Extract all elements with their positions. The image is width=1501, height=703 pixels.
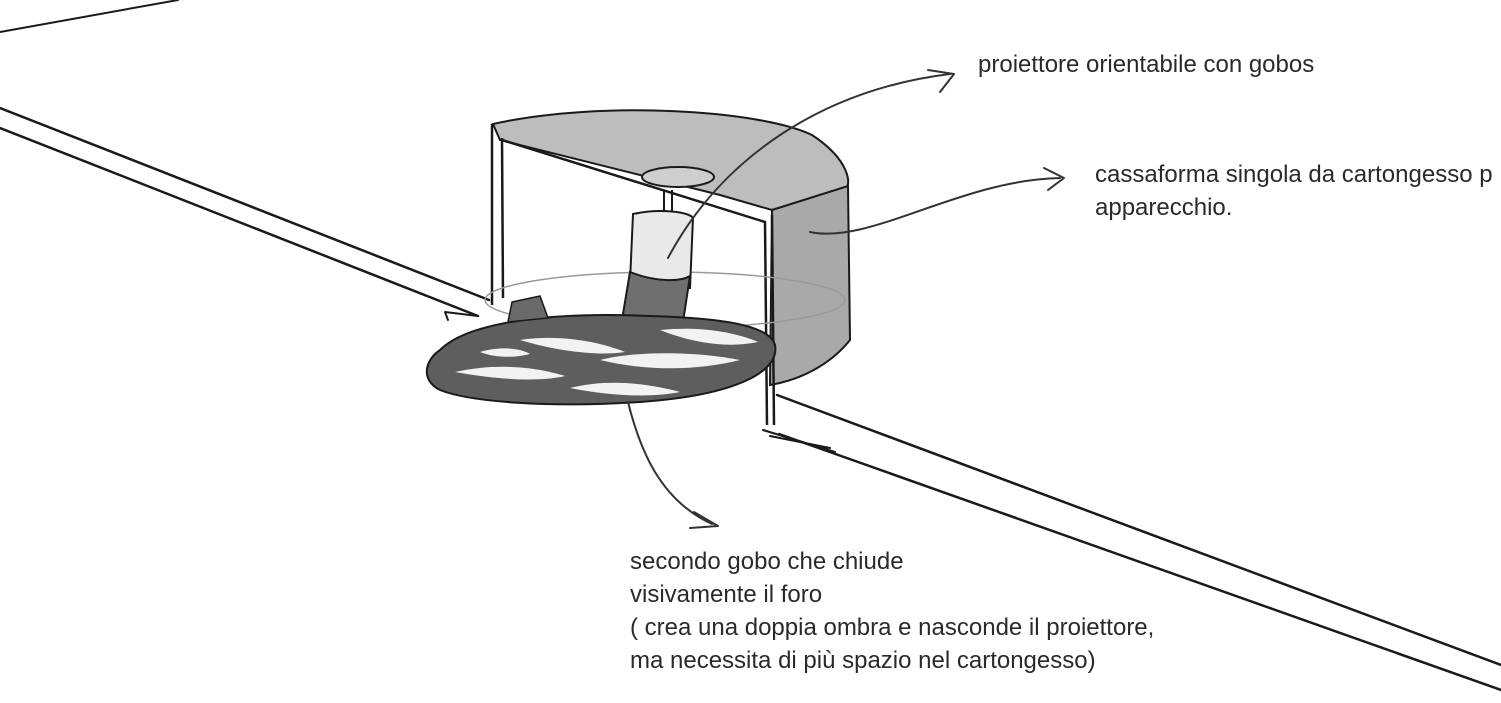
ceiling-edge-lower-left	[0, 126, 480, 318]
label-gobo: secondo gobo che chiude visivamente il f…	[630, 545, 1154, 677]
arrow-housing	[809, 177, 1061, 235]
label-projector-line-1: proiettore orientabile con gobos	[978, 51, 1315, 78]
label-gobo-line-3: ( crea una doppia ombra e nasconde il pr…	[630, 614, 1155, 641]
ceiling-step-right	[762, 429, 836, 453]
projector-mount	[641, 166, 715, 188]
label-projector: proiettore orientabile con gobos	[978, 48, 1314, 81]
arrow-gobo-head	[689, 511, 719, 529]
ceiling-step-left	[444, 311, 479, 321]
label-housing-line-1: cassaforma singola da cartongesso p	[1095, 161, 1493, 188]
arrow-projector-head	[927, 69, 955, 93]
arrow-projector	[667, 73, 951, 259]
label-gobo-line-4: ma necessita di più spazio nel cartonges…	[630, 647, 1096, 674]
arrow-housing-head	[1043, 167, 1065, 191]
gobo-bracket	[507, 295, 550, 323]
ceiling-edge-upper-right	[775, 393, 1501, 667]
label-gobo-line-1: secondo gobo che chiude	[630, 548, 904, 575]
ceiling-top-line	[0, 0, 179, 33]
arrow-gobo	[627, 401, 713, 525]
housing-left-edge	[490, 124, 505, 305]
label-gobo-line-2: visivamente il foro	[630, 581, 823, 608]
ceiling-edge-upper-left	[0, 106, 491, 302]
ceiling-edge-lower-right	[777, 432, 1501, 692]
housing-side-wall	[768, 184, 852, 387]
gobo-light-pattern	[455, 328, 758, 396]
label-housing-line-2: apparecchio.	[1095, 194, 1233, 221]
label-housing: cassaforma singola da cartongesso p appa…	[1095, 158, 1493, 224]
